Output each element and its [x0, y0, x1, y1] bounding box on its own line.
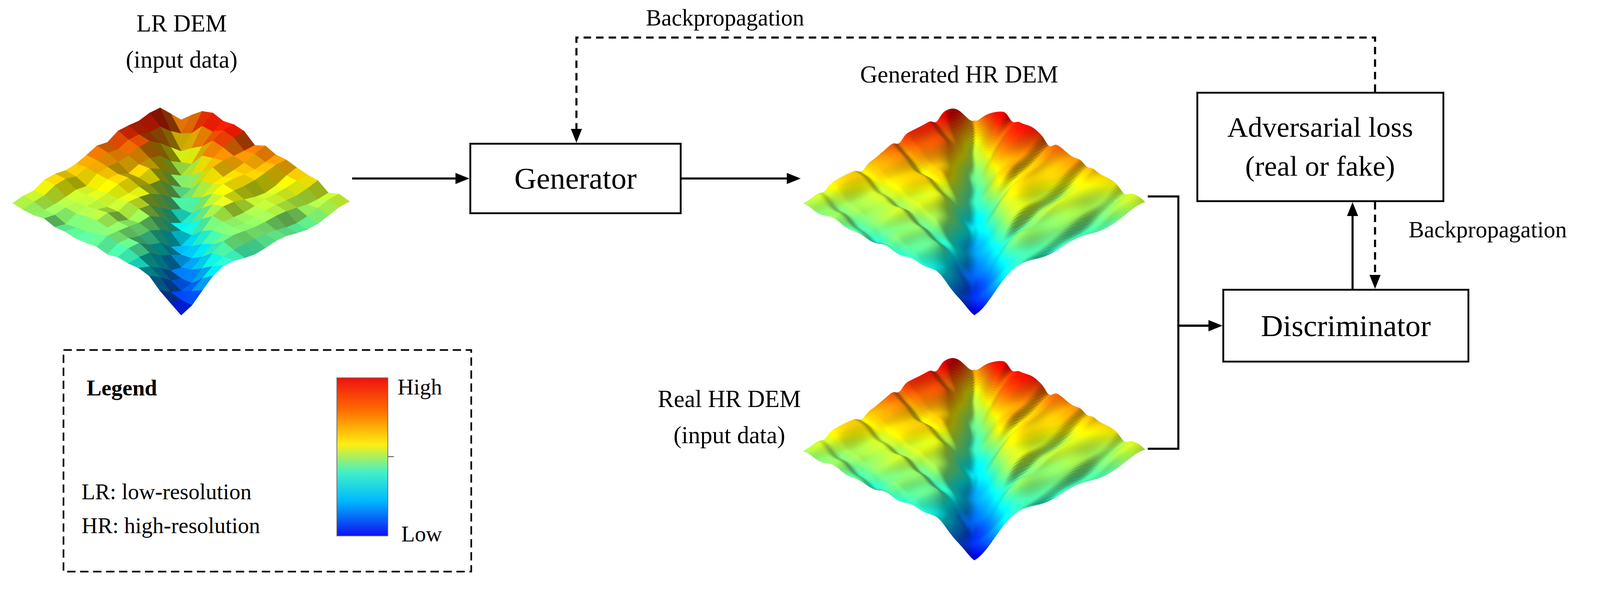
- flow-arrow: [1347, 202, 1359, 289]
- connector-line: [1373, 202, 1377, 278]
- connector-line: [1351, 213, 1354, 289]
- box-label: Generator: [514, 157, 637, 199]
- dem-label: Generated HR DEM: [815, 56, 1103, 93]
- dem-image: Real HR DEM (input data): [800, 339, 1148, 577]
- arrowhead: [786, 172, 801, 184]
- connector-line: [1147, 325, 1212, 450]
- backprop-arrow: [1369, 202, 1381, 289]
- merge-arrow: [1147, 196, 1223, 332]
- arrowhead: [455, 172, 470, 184]
- merge-arrow: [1147, 320, 1223, 450]
- dem-terrain: [10, 89, 353, 332]
- label-holder: LR DEM (input data): [116, 5, 247, 78]
- legend-heading: Legend: [86, 374, 158, 402]
- edge-label: Backpropagation: [644, 3, 807, 32]
- legend-label: High: [397, 373, 443, 401]
- legend-note: HR: high-resolution: [81, 512, 260, 539]
- dem-label: Real HR DEM (input data): [650, 380, 809, 454]
- arrowhead: [1347, 202, 1359, 216]
- process-box: Discriminator: [1222, 288, 1470, 363]
- arrowhead: [1208, 320, 1223, 332]
- label-holder: LR: low-resolution: [81, 478, 252, 506]
- process-box: Generator: [469, 142, 682, 215]
- label-holder: Legend: [86, 374, 158, 402]
- flow-arrow: [681, 172, 801, 184]
- label-holder: Real HR DEM (input data): [650, 380, 809, 454]
- dem-label: LR DEM (input data): [116, 5, 247, 78]
- legend-label: Low: [401, 520, 443, 548]
- label-holder: HR: high-resolution: [81, 512, 260, 539]
- label-holder: Backpropagation: [1406, 215, 1569, 244]
- arrowhead: [570, 128, 582, 143]
- edge-label: Backpropagation: [1406, 215, 1569, 244]
- legend-frame: [63, 349, 472, 572]
- label-holder: High: [397, 373, 443, 401]
- dem-terrain: [800, 89, 1148, 332]
- dem-image: LR DEM (input data): [10, 89, 353, 332]
- label-holder: Backpropagation: [644, 3, 807, 32]
- dem-terrain: [800, 339, 1148, 577]
- colorbar: [336, 377, 388, 536]
- connector-line: [681, 177, 790, 180]
- colorbar-tick: [387, 455, 394, 457]
- label-holder: Generated HR DEM: [815, 56, 1103, 93]
- box-label: Adversarial loss (real or fake): [1211, 107, 1430, 186]
- box-label: Discriminator: [1260, 304, 1431, 347]
- arrowhead: [1208, 320, 1223, 332]
- dem-image: Generated HR DEM: [800, 89, 1148, 332]
- connector-line: [352, 177, 459, 180]
- arrowhead: [1369, 274, 1381, 289]
- process-box: Adversarial loss (real or fake): [1196, 91, 1445, 203]
- flow-arrow: [352, 172, 470, 184]
- legend-note: LR: low-resolution: [81, 478, 252, 506]
- connector-line: [1147, 196, 1212, 326]
- label-holder: Low: [401, 520, 443, 548]
